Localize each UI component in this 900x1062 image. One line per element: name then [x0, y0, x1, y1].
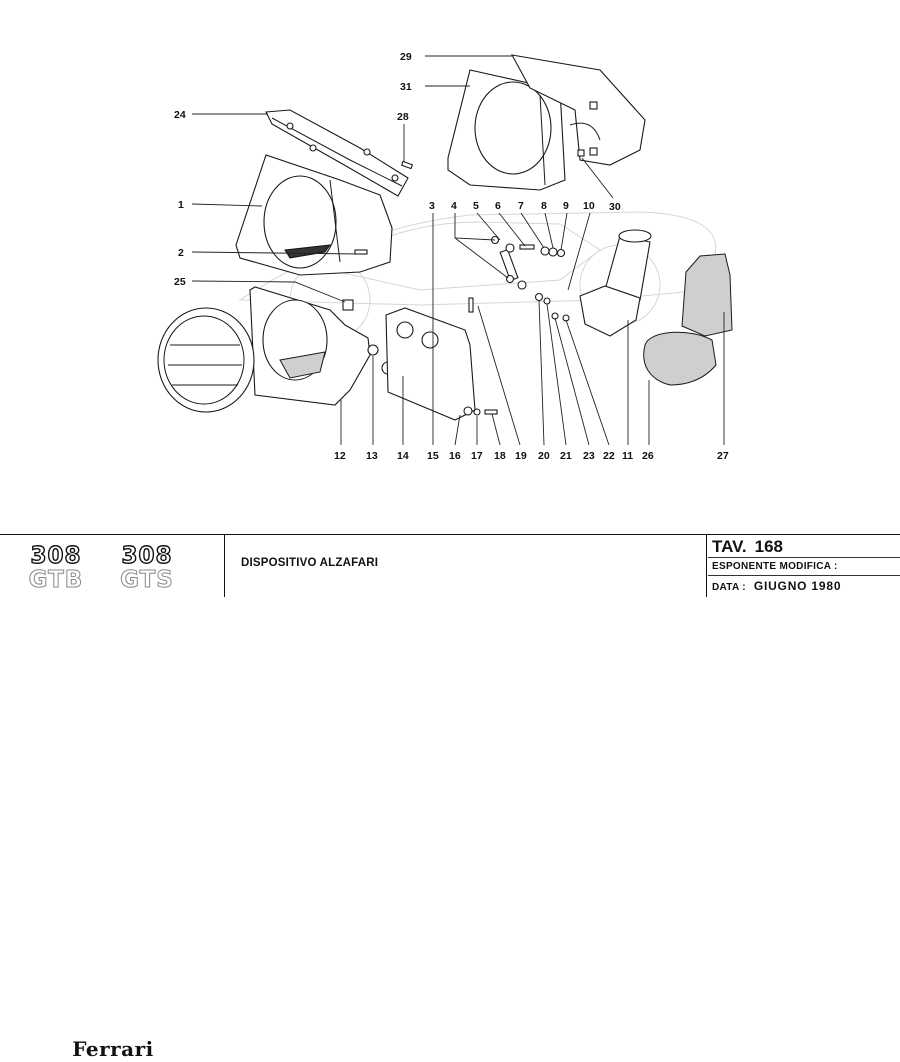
- model-suffix: GTB: [28, 567, 84, 593]
- callout-22: 22: [603, 450, 615, 462]
- part-13-bushing: [367, 344, 379, 356]
- callout-24: 24: [174, 109, 186, 121]
- title-block-row-rule: [708, 575, 900, 576]
- model-number: 308: [30, 543, 82, 569]
- title-block-divider: [706, 534, 707, 597]
- part-16-washer: [463, 406, 473, 416]
- part-9-nut: [556, 248, 566, 258]
- ferrari-logo-wordmark: Ferrari: [71, 1036, 155, 1062]
- callout-3: 3: [429, 200, 435, 212]
- callout-16: 16: [449, 450, 461, 462]
- callout-19: 19: [515, 450, 527, 462]
- leader-lines: [191, 55, 725, 446]
- callout-17: 17: [471, 450, 483, 462]
- model-gts: 308 GTS: [115, 543, 179, 593]
- table-number: TAV. 168: [712, 537, 783, 557]
- part-29-housing-cover: [510, 54, 646, 166]
- callout-29: 29: [400, 51, 412, 63]
- part-24-cover: [265, 109, 409, 197]
- part-19-screw: [468, 297, 474, 313]
- callout-6: 6: [495, 200, 501, 212]
- title-block-divider: [224, 534, 225, 597]
- part-30-nut: [577, 149, 585, 157]
- part-2-screw: [354, 249, 368, 255]
- part-7-washer: [540, 246, 550, 256]
- callout-5: 5: [473, 200, 479, 212]
- part-27-rubber-boot: [681, 253, 733, 337]
- part-6-bolt: [519, 244, 535, 250]
- part-8-washer: [548, 247, 558, 257]
- part-17-washer: [473, 408, 481, 416]
- callout-25: 25: [174, 276, 186, 288]
- drawing-title: DISPOSITIVO ALZAFARI: [241, 557, 379, 569]
- model-number: 308: [121, 543, 173, 569]
- callout-10: 10: [583, 200, 595, 212]
- motor-small-parts: [534, 292, 570, 322]
- part-28-screw: [400, 160, 414, 170]
- callout-1: 1: [178, 199, 184, 211]
- callout-9: 9: [563, 200, 569, 212]
- title-block-row-rule: [708, 557, 900, 558]
- exploded-parts-diagram: 24 1 2 25 28 29 31 30 3 4 5 6 7 8 9 10 1…: [157, 51, 733, 462]
- callout-labels: 24 1 2 25 28 29 31 30 3 4 5 6 7 8 9 10 1…: [174, 51, 729, 462]
- headlamp-unit: [157, 307, 255, 413]
- callout-31: 31: [400, 81, 412, 93]
- callout-28: 28: [397, 111, 409, 123]
- tav-number: 168: [754, 537, 784, 556]
- callout-23: 23: [583, 450, 595, 462]
- lift-linkage-rod: [499, 243, 527, 290]
- callout-30: 30: [609, 201, 621, 213]
- callout-27: 27: [717, 450, 729, 462]
- date-label: DATA :: [712, 582, 746, 593]
- tav-label: TAV.: [712, 537, 747, 556]
- callout-2: 2: [178, 247, 184, 259]
- date-value: GIUGNO 1980: [753, 579, 842, 593]
- part-18-screw: [484, 409, 498, 415]
- callout-13: 13: [366, 450, 378, 462]
- part-1-headlamp-housing: [235, 154, 393, 276]
- callout-14: 14: [397, 450, 409, 462]
- callout-20: 20: [538, 450, 550, 462]
- logo-area: Ferrari 308 GTB 308 GTS: [0, 518, 224, 1062]
- title-block-top-rule: [0, 534, 900, 535]
- part-26-motor-boot: [643, 331, 717, 386]
- part-25-nut: [342, 299, 354, 311]
- callout-11: 11: [622, 450, 633, 462]
- callout-18: 18: [494, 450, 506, 462]
- part-31-headlamp-housing: [447, 69, 566, 191]
- part-4-nut: [505, 274, 515, 284]
- callout-15: 15: [427, 450, 439, 462]
- part-15-support-plate: [385, 307, 476, 421]
- callout-4: 4: [451, 200, 457, 212]
- part-12-mounting-bracket: [249, 286, 371, 406]
- callout-8: 8: [541, 200, 547, 212]
- model-suffix: GTS: [120, 567, 174, 593]
- model-gtb: 308 GTB: [26, 543, 86, 593]
- callout-21: 21: [560, 450, 572, 462]
- callout-7: 7: [518, 200, 524, 212]
- part-11-lift-motor: [579, 229, 652, 337]
- callout-12: 12: [334, 450, 346, 462]
- date-field: DATA : GIUGNO 1980: [712, 579, 841, 593]
- callout-26: 26: [642, 450, 654, 462]
- esponente-modifica-label: ESPONENTE MODIFICA :: [712, 561, 838, 572]
